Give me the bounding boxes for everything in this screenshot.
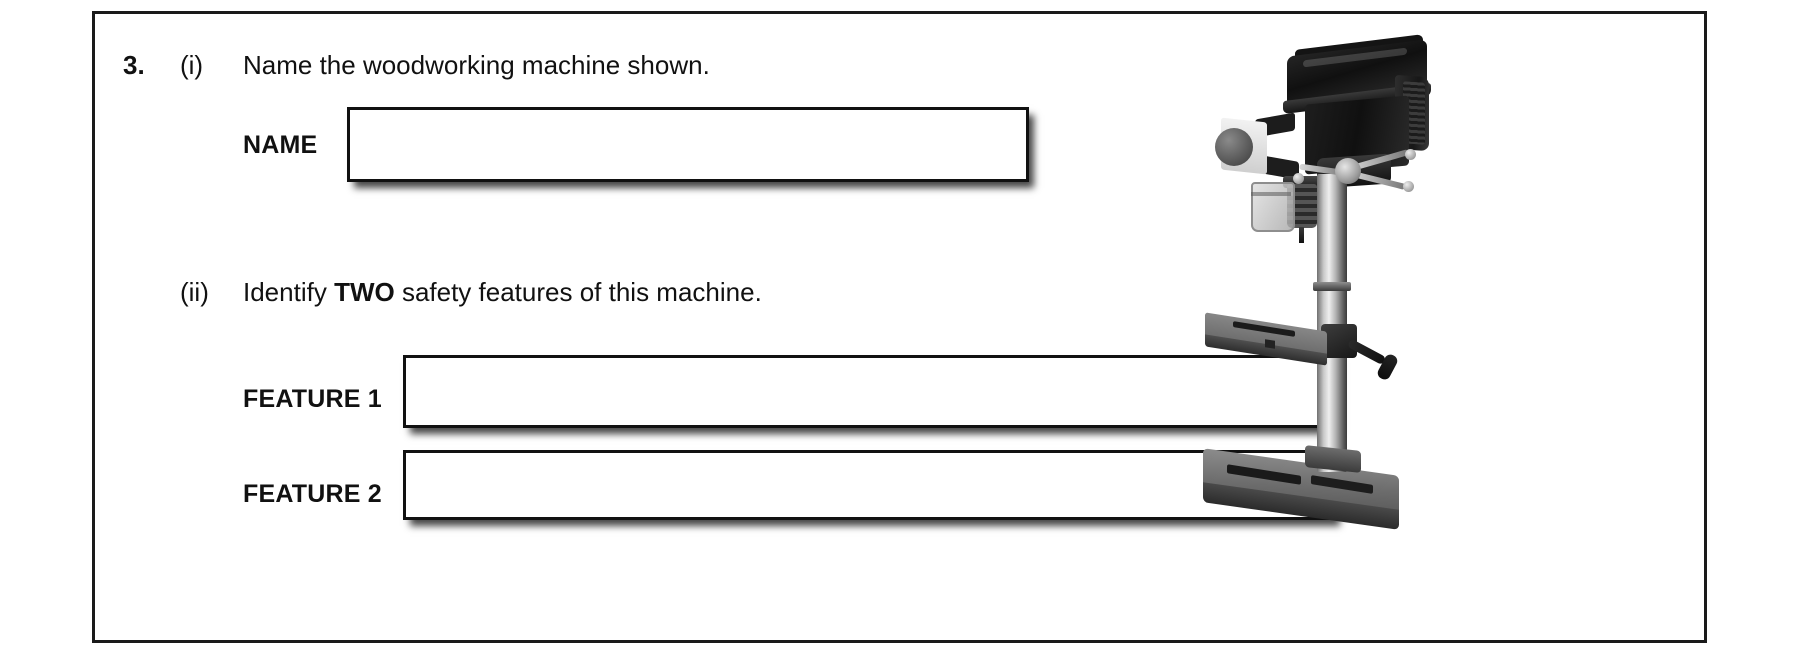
part-marker-i: (i) <box>180 50 204 80</box>
question-frame: 3. (i) Name the woodworking machine show… <box>92 11 1707 643</box>
name-answer-box[interactable] <box>347 107 1029 182</box>
pillar-drill-press-photo <box>1199 24 1459 539</box>
question-text-i: Name the woodworking machine shown. <box>243 50 710 80</box>
question-number: 3. <box>123 50 145 80</box>
part-marker-ii: (ii) <box>180 277 209 307</box>
feature2-answer-box[interactable] <box>403 450 1335 520</box>
question-text-ii-emphasis: TWO <box>334 277 395 307</box>
question-text-ii-before: Identify <box>243 277 335 307</box>
feature1-field-label: FEATURE 1 <box>243 385 382 413</box>
question-text-ii-after: safety features of this machine. <box>394 277 762 307</box>
feature1-answer-box[interactable] <box>403 355 1335 428</box>
question-text-ii: Identify TWO safety features of this mac… <box>243 277 762 308</box>
name-field-label: NAME <box>243 131 318 159</box>
feature2-field-label: FEATURE 2 <box>243 480 382 508</box>
